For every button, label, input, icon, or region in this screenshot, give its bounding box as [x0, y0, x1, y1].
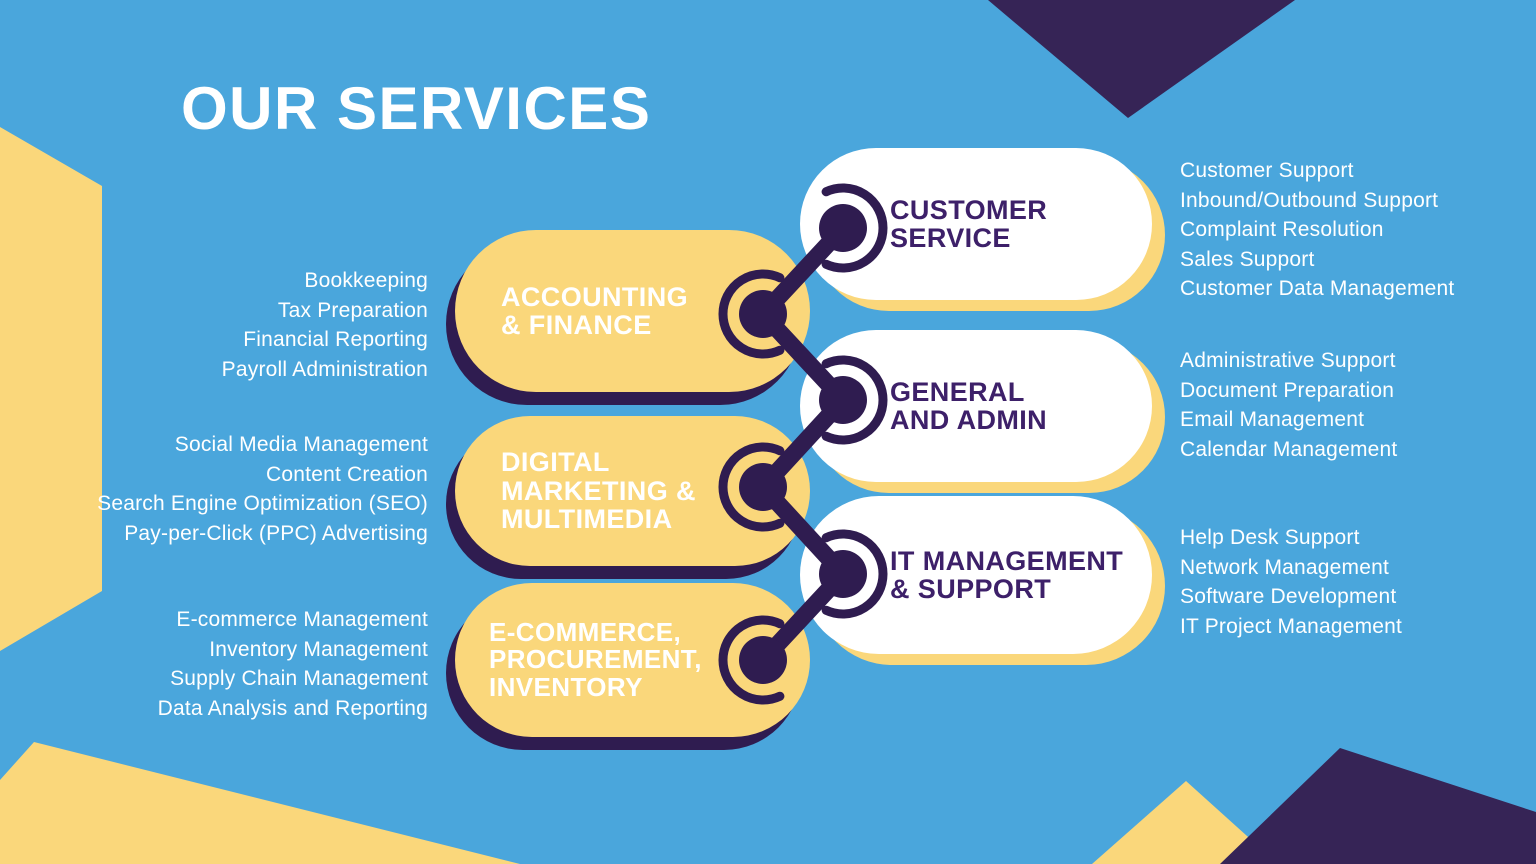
wedge-bottom-left: [0, 742, 520, 864]
service-item: Search Engine Optimization (SEO): [97, 492, 428, 515]
pill-label-line: SERVICE: [890, 223, 1011, 253]
pill-accounting-finance-label: ACCOUNTING& FINANCE: [455, 281, 688, 340]
pill-label-line: AND ADMIN: [890, 405, 1048, 435]
pill-label-line: MULTIMEDIA: [501, 504, 673, 535]
service-item: Social Media Management: [174, 433, 428, 456]
pill-label-line: E-COMMERCE,: [489, 617, 682, 648]
pill-label-line: DIGITAL: [501, 447, 610, 478]
service-item: Inventory Management: [209, 637, 428, 661]
service-item: Tax Preparation: [277, 298, 428, 322]
pill-label-line: CUSTOMER: [890, 194, 1048, 225]
pill-it-management-label: IT MANAGEMENT& SUPPORT: [800, 545, 1124, 604]
service-item: Document Preparation: [1180, 378, 1395, 402]
service-item: Pay-per-Click (PPC) Advertising: [124, 521, 428, 545]
pill-it-management: IT MANAGEMENT& SUPPORT: [800, 496, 1152, 654]
pill-ecommerce-label: E-COMMERCE,PROCUREMENT,INVENTORY: [455, 617, 702, 702]
service-item: Email Management: [1180, 408, 1365, 431]
pill-label-line: IT MANAGEMENT: [890, 545, 1124, 576]
pill-label-line: GENERAL: [890, 376, 1025, 407]
pill-label-line: INVENTORY: [489, 671, 643, 702]
service-item: Complaint Resolution: [1180, 218, 1384, 241]
service-item: Bookkeeping: [304, 269, 428, 292]
service-item: Payroll Administration: [221, 357, 428, 381]
stripe-left: [0, 127, 102, 651]
service-item: Help Desk Support: [1180, 526, 1360, 549]
service-item: Financial Reporting: [243, 328, 428, 351]
pill-label-line: PROCUREMENT,: [489, 644, 702, 675]
service-item: Network Management: [1180, 555, 1390, 579]
service-item: Customer Support: [1180, 159, 1354, 182]
pill-label-line: ACCOUNTING: [501, 281, 688, 312]
service-item: Inbound/Outbound Support: [1180, 188, 1439, 212]
service-item: Content Creation: [266, 462, 428, 486]
page-title: OUR SERVICES: [181, 75, 652, 142]
service-item: E-commerce Management: [176, 608, 428, 631]
pill-label-line: & FINANCE: [501, 310, 652, 340]
service-item: Administrative Support: [1180, 349, 1396, 372]
service-item: IT Project Management: [1180, 614, 1403, 638]
service-item: Supply Chain Management: [170, 667, 428, 690]
pill-accounting-finance: ACCOUNTING& FINANCE: [455, 230, 810, 392]
diamond-bottom-right: [1220, 748, 1536, 864]
triangle-bottom-center: [1092, 781, 1278, 864]
pill-ecommerce: E-COMMERCE,PROCUREMENT,INVENTORY: [455, 583, 810, 737]
service-item: Calendar Management: [1180, 437, 1398, 461]
service-item: Sales Support: [1180, 247, 1315, 271]
service-item: Software Development: [1180, 585, 1397, 608]
service-item: Customer Data Management: [1180, 277, 1455, 300]
triangle-top-right: [988, 0, 1295, 118]
pill-label-line: MARKETING &: [501, 475, 696, 506]
pill-label-line: & SUPPORT: [890, 574, 1052, 604]
service-item: Data Analysis and Reporting: [157, 696, 428, 720]
